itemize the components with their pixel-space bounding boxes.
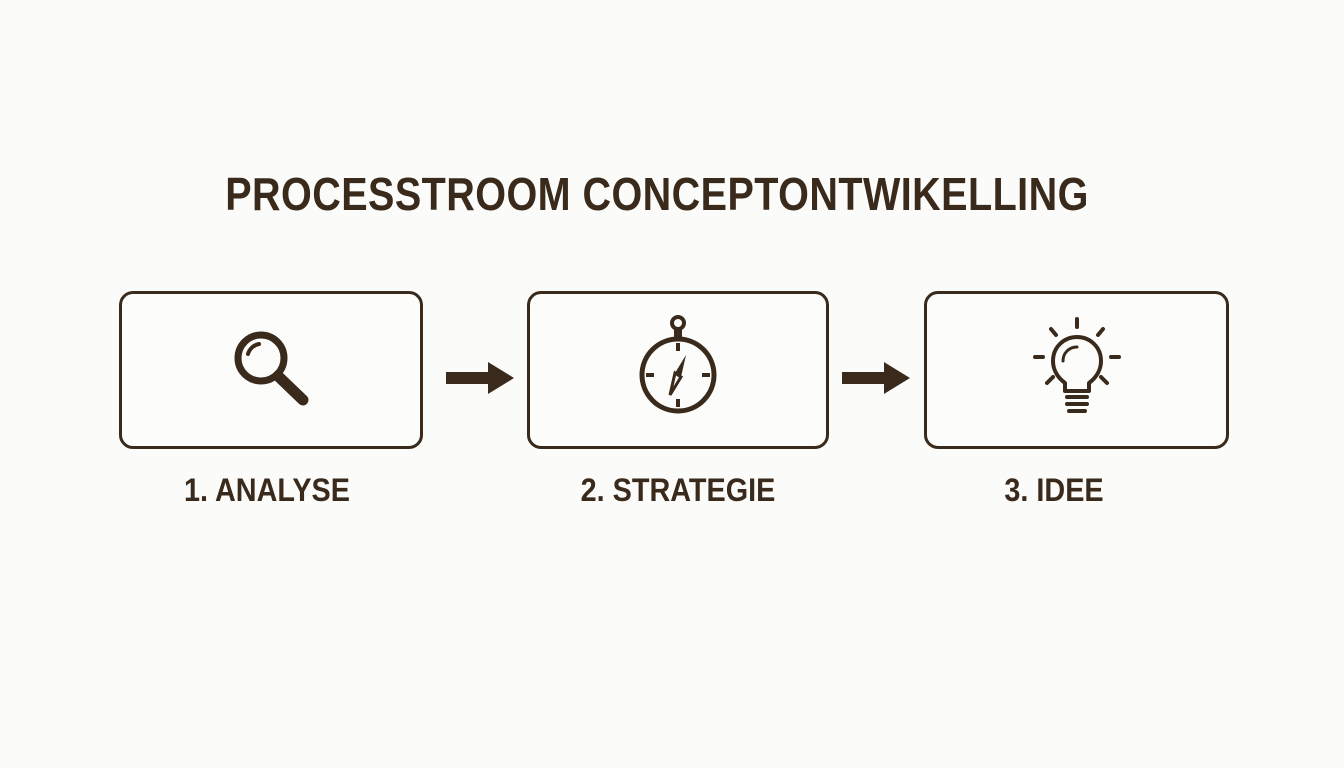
step-box-analyse <box>119 291 423 449</box>
arrow-right-icon <box>842 362 910 394</box>
arrow-right-icon <box>446 362 514 394</box>
lightbulb-icon <box>1032 317 1121 413</box>
step-box-strategie <box>527 291 829 449</box>
step-box-idee <box>924 291 1229 449</box>
step-label-idee: 3. IDEE <box>1004 472 1104 508</box>
step-label-strategie: 2. STRATEGIE <box>580 472 776 508</box>
diagram-title: PROCESSTROOM CONCEPTONTWIKELLING <box>225 168 1089 220</box>
magnifier-icon <box>234 331 309 406</box>
compass-icon <box>639 315 717 414</box>
step-label-analyse: 1. ANALYSE <box>184 472 350 508</box>
